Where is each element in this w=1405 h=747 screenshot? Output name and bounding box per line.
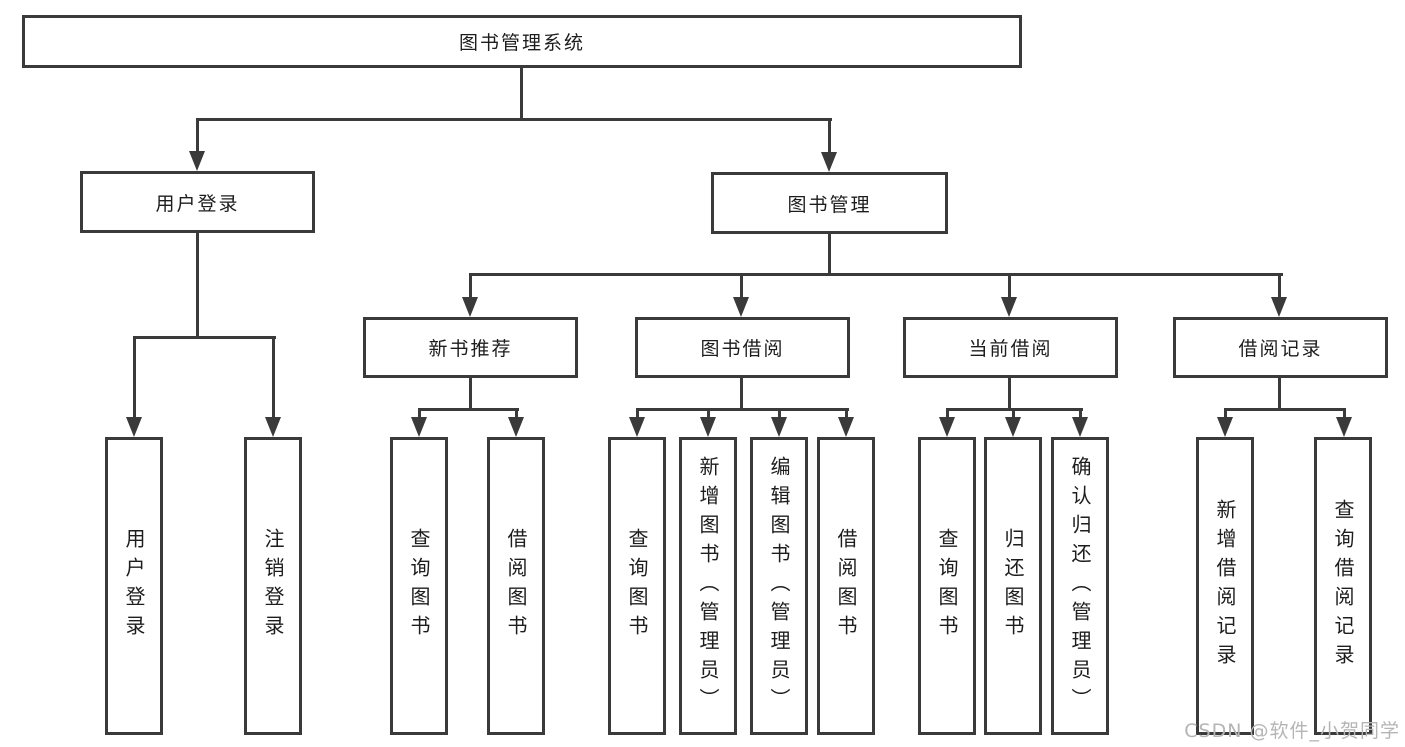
connector-line xyxy=(740,378,743,411)
arrow-down-icon xyxy=(189,151,205,171)
arrow-down-icon xyxy=(821,152,837,172)
leaf-confirm-return-admin: 确认归还（管理员） xyxy=(1051,437,1109,735)
arrow-down-icon xyxy=(1271,297,1287,317)
connector-line xyxy=(133,336,136,418)
leaf-query-books-recommend: 查询图书 xyxy=(390,437,448,735)
leaf-add-borrow-record-label: 新增借阅记录 xyxy=(1213,499,1237,673)
leaf-add-borrow-record: 新增借阅记录 xyxy=(1196,437,1254,735)
arrow-down-icon xyxy=(1072,417,1088,437)
leaf-query-books-recommend-label: 查询图书 xyxy=(407,528,431,644)
arrow-down-icon xyxy=(1336,417,1352,437)
connector-line xyxy=(1012,408,1015,420)
connector-line xyxy=(828,118,831,154)
node-book-management: 图书管理 xyxy=(711,172,948,234)
connector-line xyxy=(196,233,199,339)
connector-line xyxy=(418,408,519,411)
node-user-login-branch: 用户登录 xyxy=(80,171,315,233)
node-book-management-label: 图书管理 xyxy=(787,193,872,216)
connector-line xyxy=(828,234,831,276)
leaf-add-book-admin: 新增图书（管理员） xyxy=(679,437,737,735)
arrow-down-icon xyxy=(462,297,478,317)
connector-line xyxy=(272,336,275,418)
connector-line xyxy=(196,118,832,121)
leaf-query-books-current-label: 查询图书 xyxy=(935,528,959,644)
connector-line xyxy=(636,408,849,411)
arrow-down-icon xyxy=(700,417,716,437)
leaf-logout-label: 注销登录 xyxy=(261,528,285,644)
node-borrow-records: 借阅记录 xyxy=(1173,317,1388,378)
leaf-query-borrow-record-label: 查询借阅记录 xyxy=(1331,499,1355,673)
connector-line xyxy=(520,68,523,119)
arrow-down-icon xyxy=(939,417,955,437)
leaf-edit-book-admin: 编辑图书（管理员） xyxy=(750,437,808,735)
arrow-down-icon xyxy=(733,297,749,317)
leaf-borrow-books-recommend: 借阅图书 xyxy=(487,437,545,735)
node-borrow-records-label: 借阅记录 xyxy=(1238,338,1323,360)
connector-line xyxy=(133,336,276,339)
leaf-query-books-current: 查询图书 xyxy=(918,437,976,735)
connector-line xyxy=(946,408,949,420)
leaf-user-login-label: 用户登录 xyxy=(122,528,146,644)
connector-line xyxy=(418,408,421,420)
connector-line xyxy=(1224,408,1227,420)
leaf-borrow-books-label: 借阅图书 xyxy=(834,528,858,644)
node-current-borrow-label: 当前借阅 xyxy=(968,338,1053,360)
leaf-edit-book-admin-label: 编辑图书（管理员） xyxy=(767,455,791,717)
connector-line xyxy=(515,408,518,420)
connector-line xyxy=(1278,273,1281,299)
connector-line xyxy=(636,408,639,420)
node-current-borrow: 当前借阅 xyxy=(903,317,1118,378)
leaf-add-book-admin-label: 新增图书（管理员） xyxy=(696,455,720,717)
leaf-query-books-borrow-label: 查询图书 xyxy=(625,528,649,644)
leaf-confirm-return-admin-label: 确认归还（管理员） xyxy=(1068,455,1092,717)
leaf-query-books-borrow: 查询图书 xyxy=(608,437,666,735)
node-user-login-branch-label: 用户登录 xyxy=(155,192,240,215)
arrow-down-icon xyxy=(508,417,524,437)
connector-line xyxy=(1278,378,1281,411)
node-book-borrow-label: 图书借阅 xyxy=(700,338,785,360)
arrow-down-icon xyxy=(265,417,281,437)
node-root-label: 图书管理系统 xyxy=(458,32,585,54)
leaf-return-books: 归还图书 xyxy=(984,437,1042,735)
connector-line xyxy=(1008,273,1011,299)
arrow-down-icon xyxy=(1001,297,1017,317)
connector-line xyxy=(778,408,781,420)
leaf-user-login: 用户登录 xyxy=(105,437,163,735)
node-root: 图书管理系统 xyxy=(22,15,1022,68)
connector-line xyxy=(469,378,472,411)
arrow-down-icon xyxy=(771,417,787,437)
node-new-book-recommend-label: 新书推荐 xyxy=(428,338,513,360)
connector-line xyxy=(740,273,743,299)
leaf-return-books-label: 归还图书 xyxy=(1001,528,1025,644)
arrow-down-icon xyxy=(1005,417,1021,437)
connector-line xyxy=(469,273,472,299)
leaf-borrow-books: 借阅图书 xyxy=(817,437,875,735)
connector-line xyxy=(1008,378,1011,411)
connector-line xyxy=(845,408,848,420)
node-new-book-recommend: 新书推荐 xyxy=(363,317,578,378)
connector-line xyxy=(469,273,1283,276)
arrow-down-icon xyxy=(126,417,142,437)
connector-line xyxy=(1343,408,1346,420)
arrow-down-icon xyxy=(838,417,854,437)
arrow-down-icon xyxy=(1217,417,1233,437)
leaf-query-borrow-record: 查询借阅记录 xyxy=(1314,437,1372,735)
leaf-borrow-books-recommend-label: 借阅图书 xyxy=(504,528,528,644)
arrow-down-icon xyxy=(411,417,427,437)
node-book-borrow: 图书借阅 xyxy=(635,317,850,378)
connector-line xyxy=(1224,408,1346,411)
connector-line xyxy=(196,118,199,153)
leaf-logout: 注销登录 xyxy=(244,437,302,735)
watermark: CSDN @软件_小贺同学 xyxy=(1184,720,1400,742)
connector-line xyxy=(1079,408,1082,420)
arrow-down-icon xyxy=(629,417,645,437)
connector-line xyxy=(707,408,710,420)
